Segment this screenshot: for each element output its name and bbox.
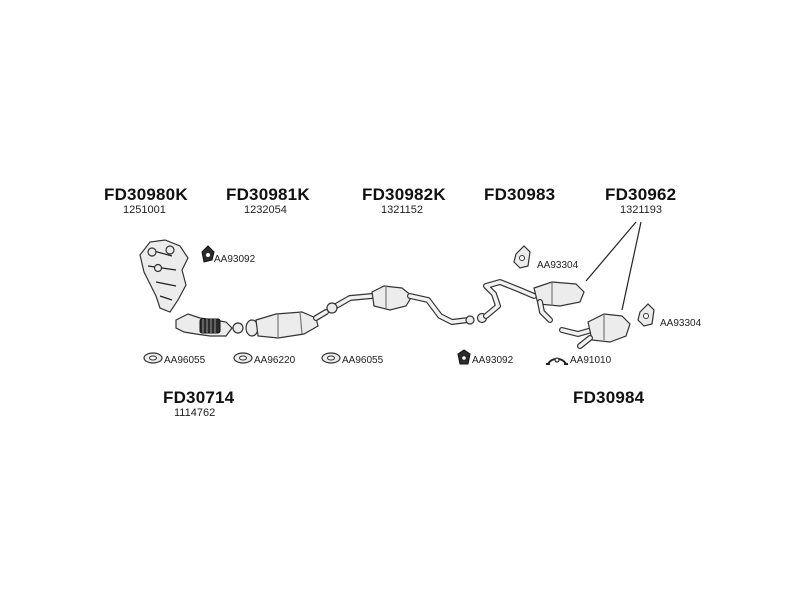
catalytic-converter-icon: [245, 309, 329, 339]
accessory-label-3: AA93304: [660, 318, 702, 329]
hanger-icon: [513, 245, 531, 269]
leader-line-middle: [585, 221, 637, 282]
front-pipe-icon: [326, 285, 475, 325]
accessory-label-8: AA91010: [570, 355, 612, 366]
accessory-label-7: AA93092: [472, 355, 514, 366]
accessory-label-4: AA96055: [164, 355, 206, 366]
gasket-icon: [321, 352, 341, 364]
part-code-catalyst: FD30981K: [226, 185, 310, 204]
part-code-middle-muffler: FD30983: [484, 185, 556, 204]
part-number-front-pipe: 1321152: [381, 204, 424, 216]
part-code-front-pipe: FD30982K: [362, 185, 446, 204]
part-number-rear-set: 1321193: [620, 204, 663, 216]
hanger-icon: [637, 303, 655, 327]
pipe-clamp-icon: [546, 357, 568, 365]
accessory-label-1: AA93092: [214, 254, 256, 265]
rear-muffler-icon: [559, 313, 631, 349]
accessory-label-2: AA93304: [537, 260, 579, 271]
rubber-mount-icon: [457, 349, 471, 365]
gasket-icon: [233, 352, 253, 364]
part-code-rear-muffler: FD30984: [573, 388, 645, 407]
accessory-label-6: AA96055: [342, 355, 384, 366]
exhaust-manifold-icon: [139, 239, 189, 313]
part-code-manifold: FD30980K: [104, 185, 188, 204]
part-number-catalyst: 1232054: [244, 204, 287, 216]
part-code-rear-set: FD30962: [605, 185, 677, 204]
rubber-mount-icon: [201, 245, 215, 263]
part-number-manifold-gasket: 1114762: [174, 407, 216, 419]
part-code-manifold-gasket: FD30714: [163, 388, 235, 407]
middle-muffler-icon: [476, 279, 585, 324]
gasket-icon: [143, 352, 163, 364]
part-number-manifold: 1251001: [123, 204, 166, 216]
flex-pipe-icon: [175, 313, 244, 337]
accessory-label-5: AA96220: [254, 355, 296, 366]
leader-line-rear: [621, 221, 642, 311]
